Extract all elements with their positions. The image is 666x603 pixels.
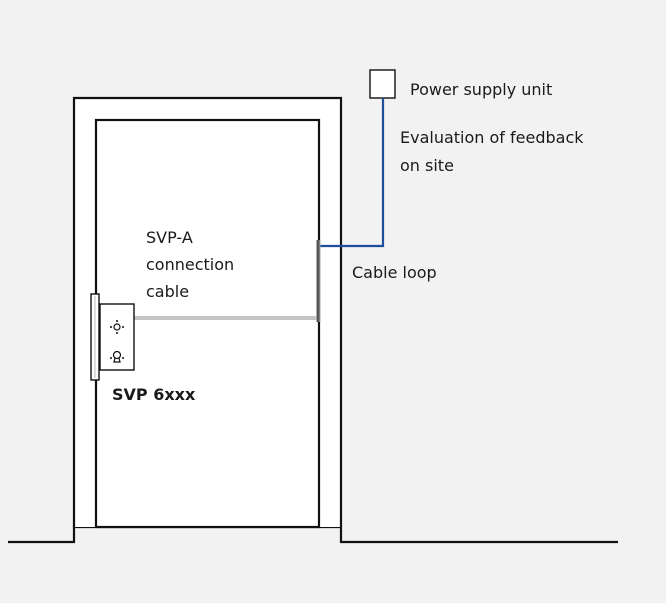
connection-cable-label-line1: SVP-A <box>146 228 193 247</box>
supply-cable <box>320 98 385 248</box>
keyhole-icon <box>110 350 124 363</box>
evaluation-label-line1: Evaluation of feedback <box>400 128 584 147</box>
lock-case <box>99 303 135 371</box>
power-supply-label: Power supply unit <box>410 80 553 99</box>
connection-cable-label-line2: connection <box>146 255 235 274</box>
connection-cable-label-line3: cable <box>146 282 190 301</box>
floor-line <box>8 525 618 544</box>
power-supply-box <box>369 69 396 99</box>
follower-icon <box>110 320 124 334</box>
model-label: SVP 6xxx <box>112 385 196 404</box>
cable-loop-label: Cable loop <box>352 263 437 282</box>
evaluation-label-line2: on site <box>400 156 454 175</box>
